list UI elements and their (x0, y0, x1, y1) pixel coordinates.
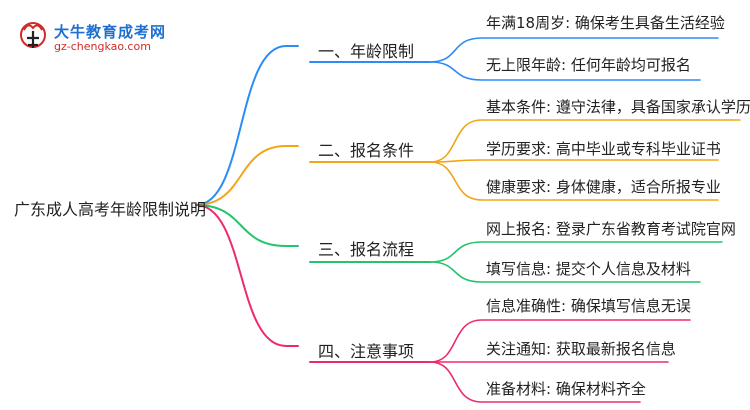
leaf-connector-1-2 (429, 161, 719, 201)
leaf-online-registration: 网上报名: 登录广东省教育考试院官网 (486, 220, 736, 238)
leaf-connector-1-1 (429, 159, 719, 163)
leaf-connector-0-0 (429, 37, 719, 63)
branch-age-limit: 一、年龄限制 (318, 42, 415, 61)
logo-title: 大牛教育成考网 (54, 23, 167, 41)
leaf-connector-3-2 (429, 361, 641, 403)
branch-connector-1 (195, 145, 299, 206)
branch-process: 三、报名流程 (318, 240, 415, 259)
logo-url: gz-chengkao.com (54, 40, 151, 53)
site-logo[interactable]: 大牛教育成考网 gz-chengkao.com (18, 20, 188, 56)
leaf-accuracy: 信息准确性: 确保填写信息无误 (486, 297, 691, 315)
leaf-health: 健康要求: 身体健康，适合所报专业 (486, 178, 721, 196)
branch-connector-2 (195, 204, 299, 247)
leaf-age-min: 年满18周岁: 确保考生具备生活经验 (486, 14, 725, 32)
leaf-connector-2-0 (429, 241, 723, 263)
leaf-fill-info: 填写信息: 提交个人信息及材料 (486, 260, 691, 278)
leaf-notifications: 关注通知: 获取最新报名信息 (486, 340, 676, 358)
leaf-connector-2-1 (429, 261, 701, 283)
branch-connector-0 (195, 45, 299, 206)
leaf-connector-3-0 (429, 319, 691, 363)
branch-connector-3 (195, 204, 299, 347)
leaf-connector-0-1 (429, 61, 701, 81)
bull-logo-icon (20, 22, 46, 48)
leaf-basic-condition: 基本条件: 遵守法律，具备国家承认学历 (486, 98, 750, 116)
branch-requirements: 二、报名条件 (318, 141, 415, 160)
leaf-age-max: 无上限年龄: 任何年龄均可报名 (486, 56, 691, 74)
leaf-materials: 准备材料: 确保材料齐全 (486, 380, 646, 398)
leaf-connector-1-0 (429, 119, 741, 163)
root-node: 广东成人高考年龄限制说明 (14, 200, 207, 219)
branch-notes: 四、注意事项 (318, 342, 415, 361)
leaf-education: 学历要求: 高中毕业或专科毕业证书 (486, 140, 721, 158)
